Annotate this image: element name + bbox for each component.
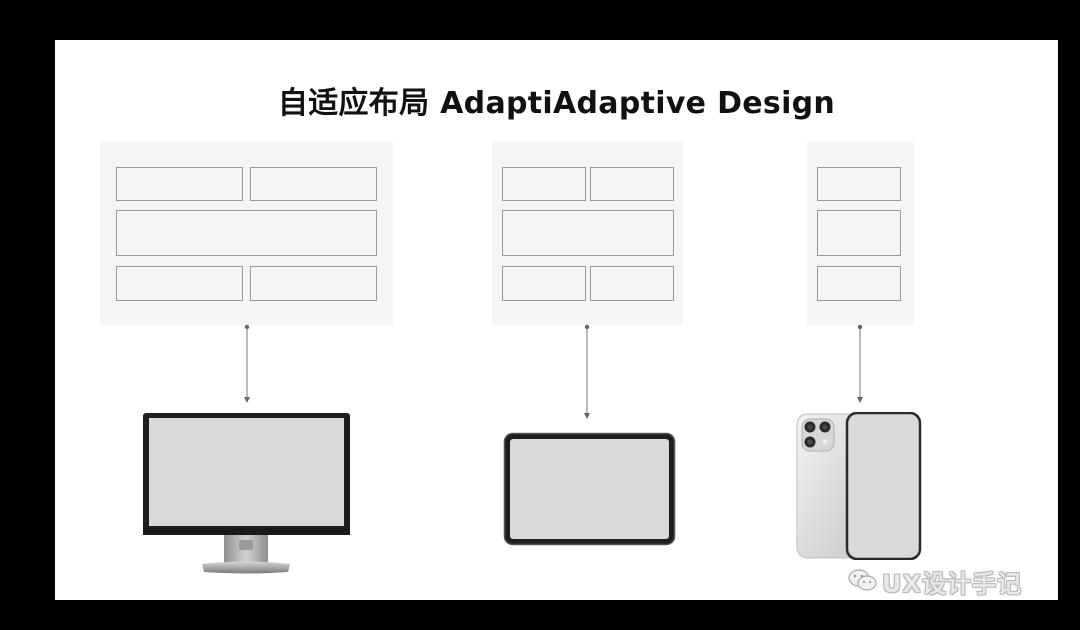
slide: 自适应布局 AdaptiAdaptive Design [55, 40, 1058, 600]
page-title: 自适应布局 AdaptiAdaptive Design [55, 78, 1058, 122]
tablet-box-bottom-right [590, 266, 674, 301]
tablet-connector-arrow [581, 324, 593, 422]
desktop-connector-arrow [241, 324, 253, 406]
desktop-box-top-left [116, 167, 243, 201]
desktop-wireframe [100, 142, 393, 325]
phone-image [795, 412, 922, 560]
watermark-text: UX设计手记 [882, 564, 1022, 599]
wechat-icon [848, 568, 878, 594]
desktop-box-top-right [250, 167, 377, 201]
tablet-image [503, 432, 676, 546]
phone-box-1 [817, 167, 901, 201]
watermark: UX设计手记 [848, 566, 1022, 596]
desktop-box-middle [116, 210, 377, 256]
tablet-box-top-right [590, 167, 674, 201]
desktop-box-bottom-left [116, 266, 243, 301]
phone-box-3 [817, 266, 901, 301]
desktop-box-bottom-right [250, 266, 377, 301]
tablet-box-middle [502, 210, 674, 256]
tablet-box-top-left [502, 167, 586, 201]
phone-wireframe [807, 142, 914, 325]
phone-box-2 [817, 210, 901, 256]
desktop-monitor-image [142, 412, 352, 577]
tablet-wireframe [492, 142, 683, 325]
tablet-box-bottom-left [502, 266, 586, 301]
phone-connector-arrow [854, 324, 866, 406]
